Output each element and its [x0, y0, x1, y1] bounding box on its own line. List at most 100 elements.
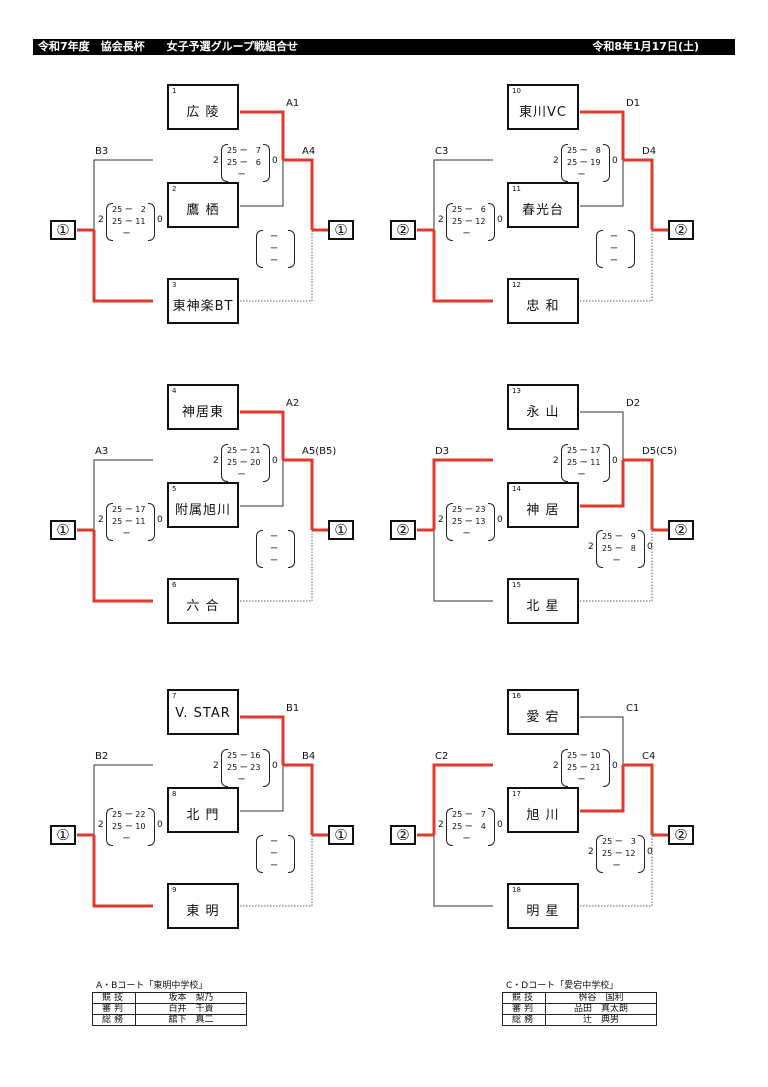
- sets-won-left: 2: [588, 847, 594, 857]
- seed-badge-left: ①: [50, 220, 76, 240]
- team-name: 旭 川: [526, 808, 560, 823]
- set-score: ー: [602, 861, 621, 870]
- set-score: 25 ー 10: [567, 751, 601, 760]
- line-m3-top: [93, 764, 153, 835]
- score-match-2-empty: ー ー ー: [588, 230, 638, 270]
- line-m1-m2: [623, 763, 654, 835]
- team-number: 8: [172, 790, 177, 798]
- set-score: 25 ー 8: [602, 544, 636, 553]
- seed-badge-left: ①: [50, 520, 76, 540]
- line-m1-m2: [623, 158, 654, 230]
- bracket-open: [596, 230, 603, 268]
- team-name: 愛 宕: [526, 710, 560, 725]
- sets-won-right: 0: [647, 542, 653, 552]
- bracket-close: [488, 503, 495, 541]
- seed-badge-left: ②: [390, 825, 416, 845]
- set-score: ー: [227, 775, 246, 784]
- staff-name: 桝谷 国利: [545, 992, 657, 1004]
- sets-won-right: 0: [612, 761, 618, 771]
- set-score: ー: [270, 861, 278, 870]
- match-label-1: D1: [626, 98, 641, 109]
- set-score: 25 ー 9: [602, 532, 636, 541]
- set-score: ー: [270, 532, 278, 541]
- line-m1-m2: [283, 763, 314, 835]
- bracket-open: [221, 749, 228, 787]
- match-label-3: C2: [435, 751, 449, 762]
- bracket-close: [148, 203, 155, 241]
- staff-name: 白井 千貴: [135, 1003, 247, 1015]
- set-score: ー: [270, 556, 278, 565]
- staff-row: 審判白井 千貴: [92, 1003, 247, 1015]
- line-team1-m1: [240, 110, 285, 160]
- team-number: 3: [172, 281, 177, 289]
- line-team3-m2: [580, 530, 653, 602]
- line-m1-m2: [283, 158, 314, 230]
- line-m1-m2: [283, 458, 314, 530]
- match-label-2: D5(C5): [642, 446, 678, 457]
- team-number: 14: [512, 485, 521, 493]
- line-team2-m1: [580, 460, 625, 508]
- bracket-open: [446, 808, 453, 846]
- bracket-close: [263, 444, 270, 482]
- team-name: 六 合: [186, 599, 220, 614]
- bracket-lines: [77, 715, 328, 908]
- staff-name: 辻 典男: [545, 1014, 657, 1026]
- bracket-lines: [417, 716, 668, 907]
- sets-won-left: 2: [553, 456, 559, 466]
- sets-won-right: 0: [157, 820, 163, 830]
- set-score: ー: [270, 256, 278, 265]
- header-bar: 令和7年度 協会長杯 女子予選グループ戦組合せ 令和8年1月17日(土): [33, 39, 735, 55]
- match-label-1: B1: [286, 703, 300, 714]
- set-score: 25 ー 23: [227, 763, 261, 772]
- score-match-1: 2 25 ー 21 25 ー 20 ー 0: [213, 444, 283, 484]
- sets-won-left: 2: [438, 820, 444, 830]
- set-score: ー: [112, 529, 131, 538]
- match-label-3: B2: [95, 751, 109, 762]
- sets-won-left: 2: [213, 156, 219, 166]
- bracket-close: [488, 203, 495, 241]
- seed-badge-right: ②: [668, 220, 694, 240]
- match-label-1: A1: [286, 98, 300, 109]
- sets-won-left: 2: [588, 542, 594, 552]
- score-match-2-empty: ー ー ー: [248, 530, 298, 570]
- line-team3-m2: [240, 530, 313, 602]
- bracket-open: [561, 144, 568, 182]
- team-number: 10: [512, 87, 521, 95]
- match-label-3: B3: [95, 146, 109, 157]
- staff-row: 総務辻 典男: [502, 1014, 657, 1026]
- score-match-1: 2 25 ー 8 25 ー 19 ー 0: [553, 144, 623, 184]
- set-score: ー: [602, 556, 621, 565]
- page-title: 令和7年度 協会長杯 女子予選グループ戦組合せ: [38, 40, 298, 53]
- set-score: 25 ー 17: [112, 505, 146, 514]
- line-team2-m1: [240, 765, 284, 812]
- line-team1-m1: [240, 715, 285, 765]
- bracket-close: [603, 749, 610, 787]
- set-score: ー: [112, 229, 131, 238]
- team-number: 18: [512, 886, 521, 894]
- bracket-close: [638, 530, 645, 568]
- set-score: 25 ー 19: [567, 158, 601, 167]
- set-score: 25 ー 20: [227, 458, 261, 467]
- sets-won-left: 2: [213, 761, 219, 771]
- set-score: ー: [270, 232, 278, 241]
- set-score: ー: [270, 544, 278, 553]
- bracket-open: [106, 808, 113, 846]
- line-team3-m2: [580, 230, 653, 302]
- match-label-3: A3: [95, 446, 109, 457]
- score-match-2-empty: ー ー ー: [248, 835, 298, 875]
- team-name: 東川VC: [519, 105, 567, 120]
- staff-name: 坂本 梨乃: [135, 992, 247, 1004]
- match-label-1: A2: [286, 398, 300, 409]
- score-match-1: 2 25 ー 17 25 ー 11 ー 0: [553, 444, 623, 484]
- set-score: ー: [452, 229, 471, 238]
- set-score: ー: [610, 232, 618, 241]
